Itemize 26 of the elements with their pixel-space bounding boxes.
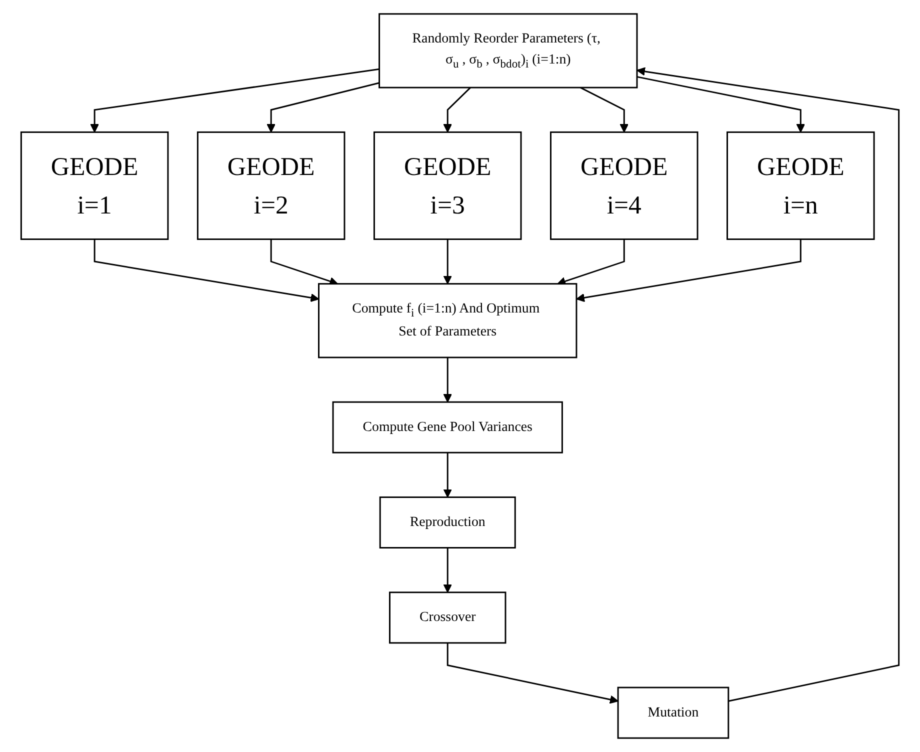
node-box: Crossover bbox=[389, 592, 506, 644]
node-box: GEODE i=4 bbox=[550, 131, 698, 240]
node-box: GEODE i=n bbox=[726, 131, 875, 240]
arrow bbox=[580, 86, 628, 133]
node-box: GEODE i=3 bbox=[373, 131, 522, 240]
arrow bbox=[443, 357, 452, 402]
node-box: Compute f$_{i}$ (i=1:n) And Optimum Set of Parameters bbox=[318, 283, 578, 358]
arrow bbox=[576, 239, 802, 302]
arrow bbox=[266, 82, 380, 133]
arrow bbox=[636, 76, 806, 133]
node-box: Compute Gene Pool Variances bbox=[332, 401, 563, 454]
arrow bbox=[443, 87, 471, 133]
node-box: Randomly Reorder Parameters (τ, σ$_{u}$ , σ$_{b}$ , σ$_{bdot}$)$_{i}$ (i=1:n) bbox=[378, 13, 638, 88]
arrow bbox=[446, 642, 618, 704]
arrow bbox=[636, 67, 900, 702]
arrow bbox=[443, 239, 452, 284]
arrow bbox=[94, 239, 320, 302]
node-box: Mutation bbox=[617, 686, 730, 739]
arrow bbox=[557, 239, 625, 286]
arrow bbox=[90, 68, 380, 133]
node-box: GEODE i=2 bbox=[196, 131, 346, 240]
node-box: GEODE i=1 bbox=[20, 131, 169, 240]
arrow bbox=[443, 452, 452, 498]
arrow bbox=[443, 548, 452, 593]
node-box: Reproduction bbox=[379, 496, 516, 548]
arrow bbox=[270, 239, 338, 286]
